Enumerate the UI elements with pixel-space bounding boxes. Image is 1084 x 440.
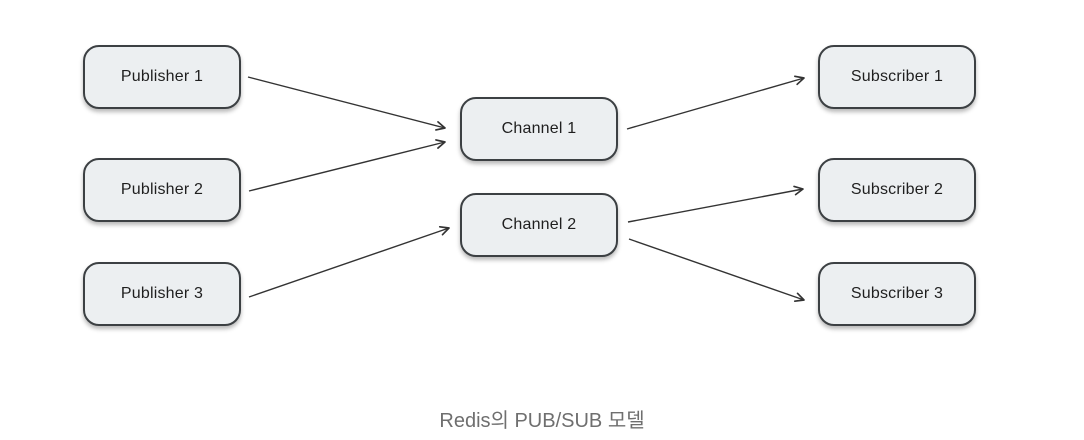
node-label: Publisher 1 (120, 68, 204, 85)
node-subscriber-3: Subscriber 3 (818, 262, 976, 326)
edge-publisher3-channel2 (248, 225, 450, 298)
node-label: Publisher 2 (120, 181, 204, 198)
node-publisher-2: Publisher 2 (83, 158, 241, 222)
node-channel-1: Channel 1 (460, 97, 618, 161)
edge-channel2-subscriber2 (627, 185, 804, 223)
edge-channel2-subscriber3 (628, 238, 805, 303)
edge-publisher1-channel1 (247, 76, 446, 131)
node-subscriber-1: Subscriber 1 (818, 45, 976, 109)
node-label: Publisher 3 (120, 285, 204, 302)
node-label: Channel 2 (501, 216, 577, 233)
node-channel-2: Channel 2 (460, 193, 618, 257)
node-label: Subscriber 2 (850, 181, 944, 198)
node-publisher-3: Publisher 3 (83, 262, 241, 326)
node-subscriber-2: Subscriber 2 (818, 158, 976, 222)
node-publisher-1: Publisher 1 (83, 45, 241, 109)
edge-channel1-subscriber1 (626, 75, 805, 130)
node-label: Channel 1 (501, 120, 577, 137)
edge-publisher2-channel1 (248, 139, 446, 192)
node-label: Subscriber 1 (850, 68, 944, 85)
diagram-caption: Redis의 PUB/SUB 모델 (439, 410, 645, 432)
node-label: Subscriber 3 (850, 285, 944, 302)
